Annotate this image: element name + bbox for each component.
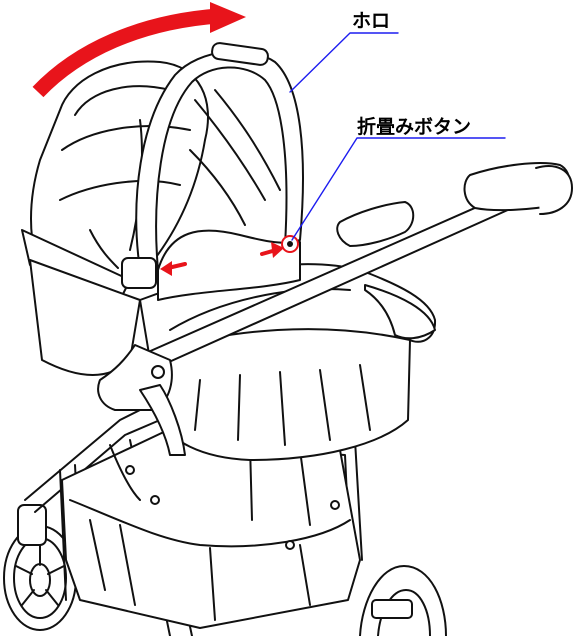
right-button-arrow [260, 242, 284, 258]
hood-leader-line [289, 32, 399, 93]
handle-bar [97, 162, 573, 456]
front-wheel [359, 565, 447, 637]
fold-button-label: 折畳みボタン [357, 116, 472, 138]
hood-label: ホロ [352, 10, 391, 32]
callout-lines [289, 32, 506, 241]
shopping-basket [61, 429, 361, 629]
rotation-arrow [32, 2, 246, 98]
rear-wheel [3, 504, 77, 631]
fold-button-leader-line [291, 137, 506, 241]
hood-hinge [121, 235, 299, 289]
left-button-arrow [160, 261, 187, 276]
bassinet [29, 259, 437, 461]
